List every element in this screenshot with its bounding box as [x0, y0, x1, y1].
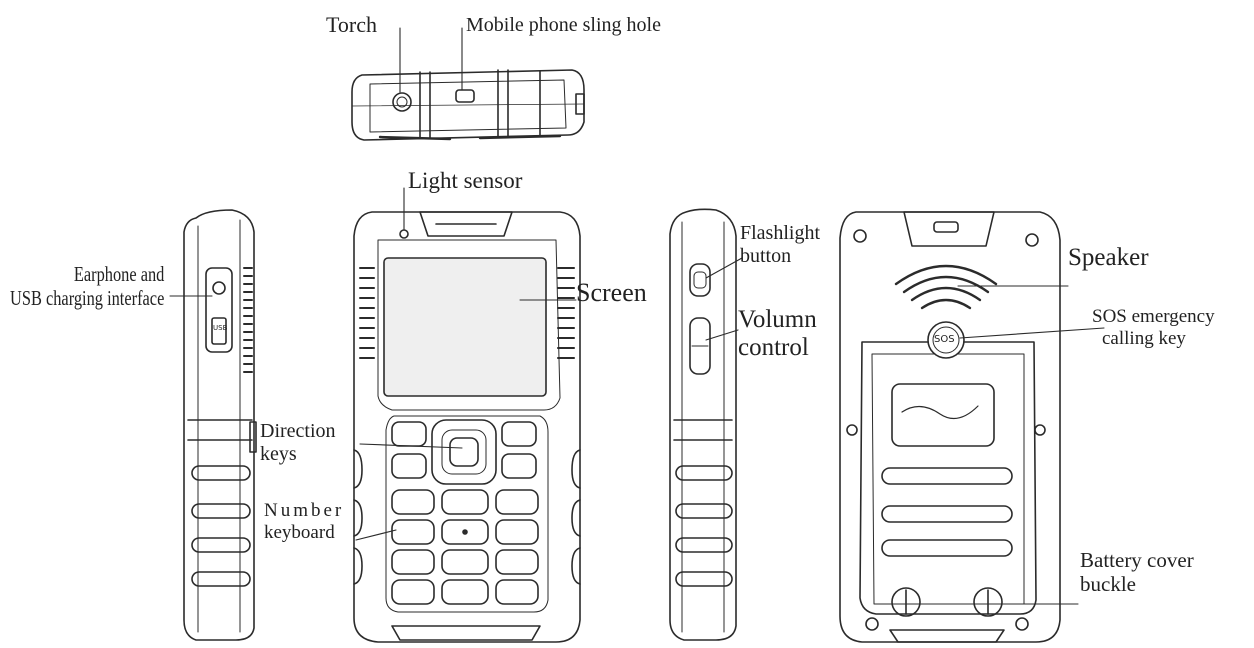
back-screw: [865, 617, 879, 631]
back-body: [839, 211, 1061, 643]
back-screw: [846, 424, 858, 436]
back-screw: [1025, 233, 1039, 247]
keypad-area: [385, 415, 549, 613]
label-volume-control: Volumn control: [738, 306, 817, 362]
speaker-grille: [894, 264, 998, 310]
leader-lines: [169, 27, 1105, 605]
label-earphone-line1: Earphone and: [73, 262, 165, 286]
label-battery-line1: Battery cover: [1080, 548, 1194, 572]
label-flashlight-button: Flashlight button: [740, 222, 820, 268]
usb-port: [211, 317, 227, 345]
front-side-grille: [359, 267, 575, 359]
flashlight-button: [689, 263, 711, 297]
label-volume-line2: control: [738, 334, 809, 361]
label-sos-line1: SOS emergency: [1092, 306, 1215, 327]
label-light-sensor: Light sensor: [408, 168, 523, 193]
label-earphone-usb: Earphone and USB charging interface: [10, 262, 164, 310]
usb-port-mark: USB: [213, 324, 228, 332]
front-bottom-lip: [391, 625, 541, 641]
leader-volume: [705, 329, 739, 341]
back-bottom-lip: [889, 629, 1005, 643]
left-side-view: [183, 209, 257, 641]
left-side-grips: [191, 465, 251, 587]
back-screw: [853, 229, 867, 243]
back-view: [839, 211, 1061, 643]
top-view-base: [378, 135, 452, 141]
leader-direction: [359, 443, 463, 449]
front-bezel: [377, 239, 561, 411]
label-screen: Screen: [576, 278, 647, 307]
front-body: [353, 211, 581, 643]
label-number-line2: keyboard: [264, 521, 335, 543]
battery-cover: [859, 341, 1037, 615]
sos-key-inner: [932, 326, 960, 354]
left-side-body: [183, 209, 255, 641]
key-five-dot: [462, 529, 468, 535]
sos-key-mark: SOS: [934, 334, 955, 345]
top-view-clip: [575, 93, 585, 115]
torch-lens-inner: [396, 96, 408, 108]
label-number-keyboard: Number keyboard: [264, 500, 344, 544]
flashlight-button-inner: [693, 271, 707, 289]
label-sos-line2: calling key: [1102, 327, 1186, 349]
leader-flashlight: [705, 257, 743, 279]
right-side-body: [669, 208, 737, 641]
right-side-view: [669, 208, 737, 641]
back-logo-mark: [901, 405, 979, 420]
label-flashlight-line2: button: [740, 245, 792, 267]
leader-number: [355, 529, 397, 541]
top-view-body: [351, 69, 585, 141]
battery-buckle-right: [973, 587, 1003, 617]
screen: [383, 257, 547, 397]
label-sling-hole: Mobile phone sling hole: [466, 14, 661, 36]
back-logo-plate: [891, 383, 995, 447]
volume-control: [689, 317, 711, 375]
right-side-grips: [675, 465, 733, 587]
label-earphone-line2: USB charging interface: [10, 286, 165, 311]
label-sos-key: SOS emergency calling key: [1092, 306, 1215, 350]
label-direction-keys: Direction keys: [260, 420, 336, 466]
label-battery-line2: buckle: [1080, 572, 1136, 597]
battery-buckle-left: [891, 587, 921, 617]
back-screw: [1034, 424, 1046, 436]
back-top-notch: [903, 211, 995, 247]
battery-cover-inner: [871, 353, 1025, 605]
back-screw: [1015, 617, 1029, 631]
light-sensor: [399, 229, 409, 239]
top-view-seam: [351, 103, 585, 107]
left-side-grille: [243, 267, 253, 373]
front-view: [353, 211, 581, 643]
label-torch: Torch: [326, 12, 377, 37]
earphone-jack: [212, 281, 226, 295]
label-direction-line1: Direction: [260, 420, 336, 442]
back-sling-hole: [933, 221, 959, 233]
front-grips: [353, 449, 581, 585]
direction-keys-ring: [441, 429, 487, 475]
label-battery-buckle: Battery cover buckle: [1080, 548, 1194, 596]
left-side-key: [249, 421, 257, 453]
back-vents: [881, 467, 1013, 557]
earphone-usb-panel: [205, 267, 233, 353]
front-earpiece: [419, 211, 513, 237]
leader-sos: [959, 327, 1105, 339]
top-view-inner: [369, 79, 567, 133]
label-speaker: Speaker: [1068, 244, 1149, 271]
direction-keys: [431, 419, 497, 485]
label-volume-line1: Volumn: [738, 306, 817, 333]
top-view: [351, 69, 585, 141]
torch-lens: [392, 92, 412, 112]
number-keyboard: [391, 489, 539, 605]
top-view-base: [478, 134, 562, 140]
sling-hole: [455, 89, 475, 103]
label-number-line1: Number: [264, 500, 345, 521]
direction-keys-center: [449, 437, 479, 467]
label-flashlight-line1: Flashlight: [740, 222, 821, 244]
soft-keys: [391, 421, 537, 479]
label-direction-line2: keys: [260, 443, 297, 465]
